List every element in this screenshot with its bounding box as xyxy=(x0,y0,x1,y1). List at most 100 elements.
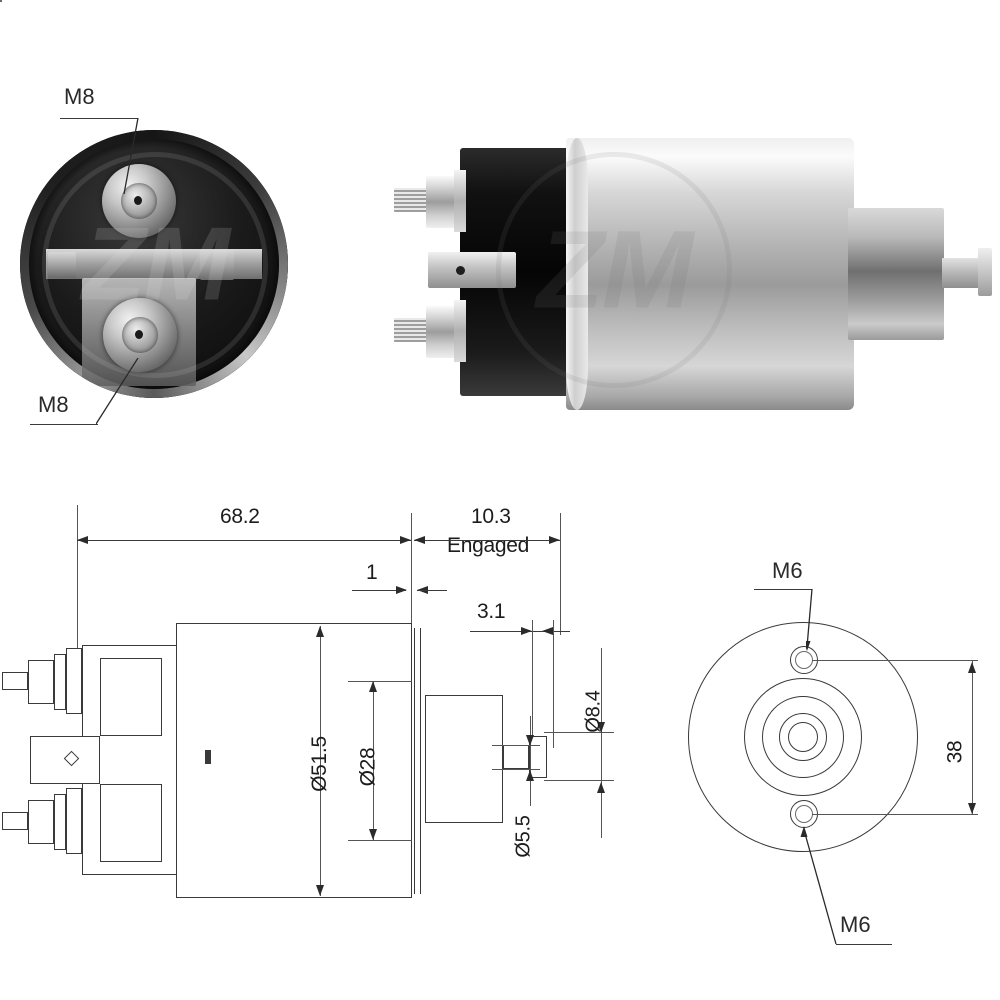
dim-515-line xyxy=(320,626,321,896)
terminal-stud-lower-core xyxy=(135,330,143,339)
dim-10-3-ext-left xyxy=(411,513,412,635)
dim-10-3-ext-right xyxy=(560,513,561,635)
dim-28-ext-bottom xyxy=(348,840,412,841)
dim-38-arrow-bottom xyxy=(967,803,976,814)
left-contact-pad xyxy=(48,252,76,278)
dim-10-3-arrow-left xyxy=(414,535,425,544)
drawing-upper-hexnut xyxy=(28,660,54,704)
terminal-stud-lower-m8 xyxy=(103,298,177,372)
dim-3-1-arrow-right xyxy=(542,626,553,635)
dim-10-3-arrow-right xyxy=(549,535,560,544)
callout-m6-bottom-leader-diag xyxy=(798,826,840,946)
drawing-blade-terminal xyxy=(30,736,100,784)
callout-m8-top-leader-h xyxy=(60,118,138,119)
dim-38-ext-bottom xyxy=(812,814,978,815)
lower-stud-washer xyxy=(454,300,466,362)
drawing-housing-step-top xyxy=(100,658,162,736)
ignition-blade-hole xyxy=(456,266,465,275)
plunger-guide-nose xyxy=(848,208,944,340)
lower-stud-hex-nut xyxy=(426,306,456,358)
dim-3-1-label: 3.1 xyxy=(477,600,506,623)
right-contact-pad xyxy=(200,250,234,280)
dim-1-line-right xyxy=(417,590,447,591)
callout-m6-top-leader-svg xyxy=(803,588,813,651)
upper-stud-hex-nut xyxy=(426,176,456,228)
dim-55-line xyxy=(530,716,531,806)
mounting-hole-top-m6-inner xyxy=(795,651,813,669)
flange-outer-circle-inner xyxy=(0,0,2,2)
dim-28-arrow-bottom xyxy=(368,829,377,840)
dim-515-label: Ø51.5 xyxy=(307,736,331,792)
drawing-upper-washer xyxy=(54,654,66,710)
upper-stud-washer xyxy=(454,170,466,232)
drawing-lower-thread xyxy=(2,812,28,830)
dim-84-ext-bottom xyxy=(544,780,614,781)
flange-outer-circle xyxy=(688,622,918,852)
dim-28-ext-top xyxy=(348,681,412,682)
drawing-upper-thread xyxy=(2,672,28,690)
solenoid-steel-can xyxy=(566,138,854,410)
ignition-blade-terminal xyxy=(428,252,516,288)
dim-55-ext-top xyxy=(492,745,540,746)
dim-84-line xyxy=(601,648,602,838)
flange-boss-circle-mid xyxy=(762,696,844,778)
callout-m8-bottom-leader-h xyxy=(30,424,98,425)
dim-55-arrow-bottom xyxy=(525,770,534,781)
callout-m6-bottom-leader-h xyxy=(836,944,892,945)
drawing-endplate-line-b xyxy=(420,628,421,894)
drawing-nose-flange xyxy=(425,695,503,823)
dim-3-1-ext-b xyxy=(553,620,554,748)
drawing-lower-hexnut xyxy=(28,800,54,844)
drawing-body-mark xyxy=(205,750,211,764)
drawing-lower-washer xyxy=(54,794,66,850)
callout-m8-top-leader-diag xyxy=(112,117,140,196)
front-end-view-photo: ZM xyxy=(20,130,288,398)
callout-m8-bottom-label: M8 xyxy=(38,392,69,417)
dim-28-label: Ø28 xyxy=(356,747,380,787)
dim-68-2-arrow-left xyxy=(77,535,88,544)
dim-68-2-arrow-right xyxy=(400,535,411,544)
dim-55-ext-bottom xyxy=(492,769,540,770)
dim-3-1-arrow-left xyxy=(521,626,532,635)
callout-m6-bottom-label: M6 xyxy=(840,912,871,937)
dim-84-arrow-bottom xyxy=(596,782,605,793)
callout-m6-bottom-leader-svg xyxy=(800,826,837,945)
dim-3-1-line xyxy=(470,631,570,632)
dim-38-ext-top xyxy=(812,660,978,661)
dim-engaged-label: Engaged xyxy=(447,534,529,557)
plunger-shaft xyxy=(942,258,982,288)
callout-m8-top-label: M8 xyxy=(64,84,95,109)
solenoid-can-front-cap xyxy=(566,138,588,410)
dim-28-arrow-top xyxy=(368,681,377,692)
plunger-shaft-tip xyxy=(978,248,992,296)
dim-84-label: Ø8.4 xyxy=(582,690,605,733)
drawing-upper-shoulder xyxy=(66,648,82,714)
dim-38-arrow-top xyxy=(967,662,976,673)
dim-28-line xyxy=(373,681,374,840)
dim-55-label: Ø5.5 xyxy=(512,815,535,858)
flange-bore-circle-outer xyxy=(779,713,827,761)
dim-68-2-ext-left xyxy=(77,505,78,655)
dim-1-arrow-in-left xyxy=(396,585,407,594)
dim-38-line xyxy=(972,660,973,814)
flange-boss-circle-outer xyxy=(744,678,862,796)
mounting-hole-bottom-m6-inner xyxy=(795,805,813,823)
dim-68-2-label: 68.2 xyxy=(220,505,260,528)
dim-1-label: 1 xyxy=(366,561,378,584)
callout-m6-top-label: M6 xyxy=(772,558,803,583)
side-view-photo: ZM xyxy=(390,130,992,420)
dim-515-arrow-top xyxy=(315,626,324,637)
dim-68-2-line xyxy=(77,540,411,541)
dim-10-3-line xyxy=(414,540,560,541)
drawing-plunger-shaft xyxy=(503,745,529,769)
dim-84-arrow-top xyxy=(596,722,605,733)
callout-m6-top-leader-h xyxy=(754,589,812,590)
upper-stud-thread xyxy=(394,188,430,212)
drawing-main-body xyxy=(176,623,412,898)
dim-10-3-label: 10.3 xyxy=(471,505,511,528)
terminal-stud-upper-core xyxy=(134,196,142,205)
flange-bore-circle-inner xyxy=(788,722,818,752)
dim-1-arrow-in-right xyxy=(417,585,428,594)
callout-m6-top-leader-diag xyxy=(803,588,820,651)
